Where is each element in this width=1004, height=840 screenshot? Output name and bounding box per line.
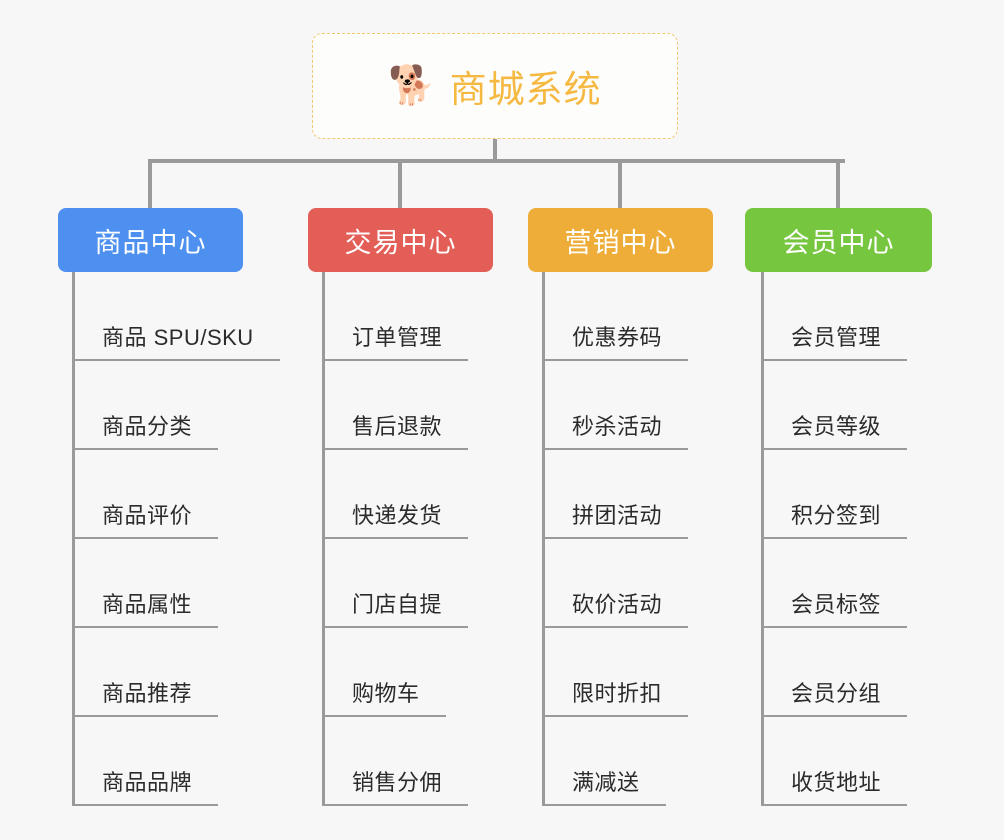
category-label: 交易中心 xyxy=(344,227,457,258)
leaf-label: 商品 SPU/SKU xyxy=(102,325,254,350)
root-stem-line xyxy=(493,139,497,163)
leaf-item[interactable]: 商品属性 xyxy=(72,539,219,628)
leaf-label: 会员分组 xyxy=(791,681,882,706)
leaf-label: 商品属性 xyxy=(102,592,193,617)
leaf-item[interactable]: 会员等级 xyxy=(761,361,908,450)
leaf-label: 商品分类 xyxy=(102,414,193,439)
shiba-dog-icon: 🐕 xyxy=(388,65,436,107)
category-box-member[interactable]: 会员中心 xyxy=(745,208,932,272)
leaf-label: 拼团活动 xyxy=(572,503,663,528)
drop-line-4 xyxy=(836,159,840,209)
leaf-label: 销售分佣 xyxy=(352,770,443,795)
drop-line-3 xyxy=(618,159,622,209)
leaf-item[interactable]: 会员管理 xyxy=(761,272,908,361)
leaf-label: 收货地址 xyxy=(791,770,882,795)
leaf-item[interactable]: 砍价活动 xyxy=(542,539,689,628)
drop-line-2 xyxy=(398,159,402,209)
leaf-item[interactable]: 快递发货 xyxy=(322,450,469,539)
leaf-label: 满减送 xyxy=(572,770,640,795)
leaf-label: 会员标签 xyxy=(791,592,882,617)
leaf-item[interactable]: 购物车 xyxy=(322,628,446,717)
category-label: 商品中心 xyxy=(94,227,207,258)
leaf-label: 快递发货 xyxy=(352,503,443,528)
leaf-item[interactable]: 销售分佣 xyxy=(322,717,469,806)
leaf-item[interactable]: 限时折扣 xyxy=(542,628,689,717)
root-title: 商城系统 xyxy=(449,69,602,110)
leaf-label: 秒杀活动 xyxy=(572,414,663,439)
leaf-item[interactable]: 商品评价 xyxy=(72,450,219,539)
leaf-label: 会员管理 xyxy=(791,325,882,350)
leaf-item[interactable]: 门店自提 xyxy=(322,539,469,628)
leaf-item[interactable]: 商品 SPU/SKU xyxy=(72,272,280,361)
leaf-label: 限时折扣 xyxy=(572,681,663,706)
leaf-item[interactable]: 满减送 xyxy=(542,717,666,806)
leaf-label: 商品推荐 xyxy=(102,681,193,706)
leaf-item[interactable]: 会员标签 xyxy=(761,539,908,628)
category-label: 会员中心 xyxy=(782,227,895,258)
branch-spine xyxy=(322,272,325,806)
leaf-item[interactable]: 订单管理 xyxy=(322,272,469,361)
leaf-item[interactable]: 拼团活动 xyxy=(542,450,689,539)
category-box-marketing[interactable]: 营销中心 xyxy=(528,208,713,272)
leaf-item[interactable]: 会员分组 xyxy=(761,628,908,717)
leaf-label: 售后退款 xyxy=(352,414,443,439)
branch-spine xyxy=(761,272,764,806)
connector-bus-line xyxy=(148,159,845,163)
leaf-label: 积分签到 xyxy=(791,503,882,528)
root-node[interactable]: 🐕 商城系统 xyxy=(312,33,678,139)
category-label: 营销中心 xyxy=(564,227,677,258)
leaf-label: 订单管理 xyxy=(352,325,443,350)
leaf-item[interactable]: 收货地址 xyxy=(761,717,908,806)
leaf-label: 砍价活动 xyxy=(572,592,663,617)
leaf-label: 门店自提 xyxy=(352,592,443,617)
category-box-trade[interactable]: 交易中心 xyxy=(308,208,493,272)
leaf-item[interactable]: 商品推荐 xyxy=(72,628,219,717)
leaf-item[interactable]: 售后退款 xyxy=(322,361,469,450)
leaf-item[interactable]: 秒杀活动 xyxy=(542,361,689,450)
leaf-item[interactable]: 优惠券码 xyxy=(542,272,689,361)
category-box-products[interactable]: 商品中心 xyxy=(58,208,243,272)
leaf-label: 商品品牌 xyxy=(102,770,193,795)
leaf-item[interactable]: 商品分类 xyxy=(72,361,219,450)
branch-spine xyxy=(542,272,545,806)
leaf-label: 会员等级 xyxy=(791,414,882,439)
leaf-item[interactable]: 商品品牌 xyxy=(72,717,219,806)
leaf-item[interactable]: 积分签到 xyxy=(761,450,908,539)
branch-spine xyxy=(72,272,75,806)
leaf-label: 商品评价 xyxy=(102,503,193,528)
leaf-label: 购物车 xyxy=(352,681,420,706)
leaf-label: 优惠券码 xyxy=(572,325,663,350)
drop-line-1 xyxy=(148,159,152,209)
